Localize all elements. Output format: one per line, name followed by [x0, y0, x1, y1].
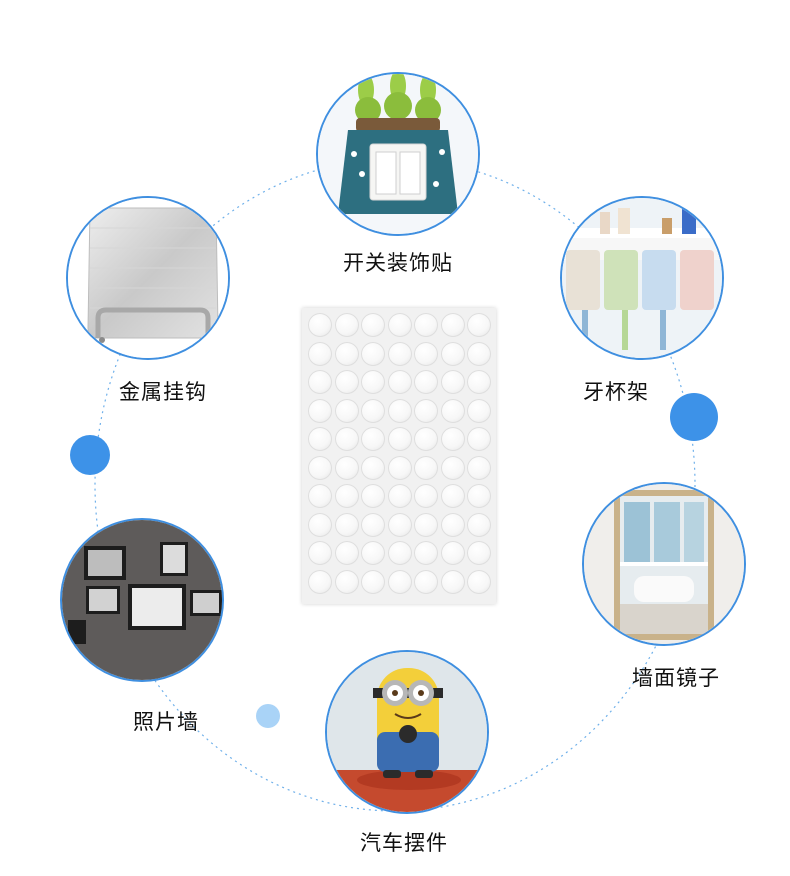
sticker-dot — [387, 341, 412, 366]
adhesive-dots-sheet — [302, 308, 496, 604]
sticker-dot — [440, 341, 465, 366]
sticker-dot — [414, 455, 438, 480]
sticker-dot — [440, 370, 465, 394]
sticker-dot — [467, 541, 491, 565]
sticker-dot — [414, 398, 438, 423]
sticker-dot — [387, 455, 412, 480]
sticker-dot — [414, 541, 438, 565]
accent-dot-left — [70, 435, 110, 475]
sticker-dot — [440, 569, 465, 594]
sticker-dot — [440, 541, 465, 565]
sticker-dot — [308, 313, 332, 337]
sticker-dot — [361, 427, 385, 451]
sticker-dot — [387, 512, 412, 537]
switch-decoration-circle — [316, 72, 480, 236]
photo-wall-circle — [60, 518, 224, 682]
sticker-dot — [440, 484, 465, 508]
sticker-dot — [387, 569, 412, 594]
sticker-dot — [361, 541, 385, 565]
sticker-dot — [361, 569, 385, 594]
sticker-dot — [334, 569, 359, 594]
sticker-dot — [414, 484, 438, 508]
sticker-dot — [308, 455, 332, 480]
wall-mirror-icon — [584, 484, 744, 644]
sticker-dot — [467, 398, 491, 423]
sticker-dot — [334, 427, 359, 451]
sticker-dot — [308, 569, 332, 594]
label-photo-wall: 照片墙 — [133, 710, 199, 734]
sticker-dot — [308, 341, 332, 366]
wall-switch-decoration-icon — [318, 74, 478, 234]
metal-hook-circle — [66, 196, 230, 360]
accent-dot-bottom — [256, 704, 280, 728]
photo-wall-icon — [62, 520, 222, 680]
sticker-dot — [440, 313, 465, 337]
sticker-dot — [308, 512, 332, 537]
sticker-dot — [361, 370, 385, 394]
sticker-dot — [387, 313, 412, 337]
sticker-dot — [387, 370, 412, 394]
accent-dot-right — [670, 393, 718, 441]
label-wall-mirror: 墙面镜子 — [632, 666, 720, 690]
sticker-dot — [467, 569, 491, 594]
sticker-dot — [361, 455, 385, 480]
sticker-dot — [440, 427, 465, 451]
sticker-dot — [334, 370, 359, 394]
sticker-dot — [308, 398, 332, 423]
label-metal-hook: 金属挂钩 — [119, 380, 207, 404]
sticker-dot — [467, 313, 491, 337]
sticker-dot — [387, 398, 412, 423]
metal-hook-icon — [68, 198, 228, 358]
sticker-dot — [308, 541, 332, 565]
sticker-dot — [334, 313, 359, 337]
wall-mirror-circle — [582, 482, 746, 646]
sticker-dot — [467, 455, 491, 480]
sticker-dot — [334, 398, 359, 423]
sticker-dot — [308, 427, 332, 451]
toothbrush-cup-holder-icon — [562, 198, 722, 358]
sticker-dot — [387, 541, 412, 565]
car-ornament-circle — [325, 650, 489, 814]
sticker-dot — [334, 512, 359, 537]
sticker-dot — [414, 569, 438, 594]
toothbrush-holder-circle — [560, 196, 724, 360]
sticker-grid — [308, 313, 491, 598]
sticker-dot — [361, 512, 385, 537]
sticker-dot — [440, 398, 465, 423]
label-toothbrush-holder: 牙杯架 — [583, 380, 649, 404]
sticker-dot — [467, 512, 491, 537]
sticker-dot — [361, 484, 385, 508]
label-switch-decoration: 开关装饰贴 — [343, 251, 453, 275]
sticker-dot — [414, 341, 438, 366]
sticker-dot — [467, 341, 491, 366]
sticker-dot — [334, 484, 359, 508]
sticker-dot — [308, 370, 332, 394]
sticker-dot — [440, 455, 465, 480]
sticker-dot — [334, 455, 359, 480]
sticker-dot — [334, 541, 359, 565]
sticker-dot — [387, 427, 412, 451]
sticker-dot — [440, 512, 465, 537]
sticker-dot — [467, 484, 491, 508]
label-car-ornament: 汽车摆件 — [360, 831, 448, 855]
sticker-dot — [387, 484, 412, 508]
sticker-dot — [467, 370, 491, 394]
sticker-dot — [414, 370, 438, 394]
sticker-dot — [361, 398, 385, 423]
sticker-dot — [308, 484, 332, 508]
car-ornament-figure-icon — [327, 652, 487, 812]
sticker-dot — [414, 512, 438, 537]
sticker-dot — [414, 313, 438, 337]
sticker-dot — [361, 313, 385, 337]
sticker-dot — [361, 341, 385, 366]
sticker-dot — [467, 427, 491, 451]
sticker-dot — [414, 427, 438, 451]
sticker-dot — [334, 341, 359, 366]
